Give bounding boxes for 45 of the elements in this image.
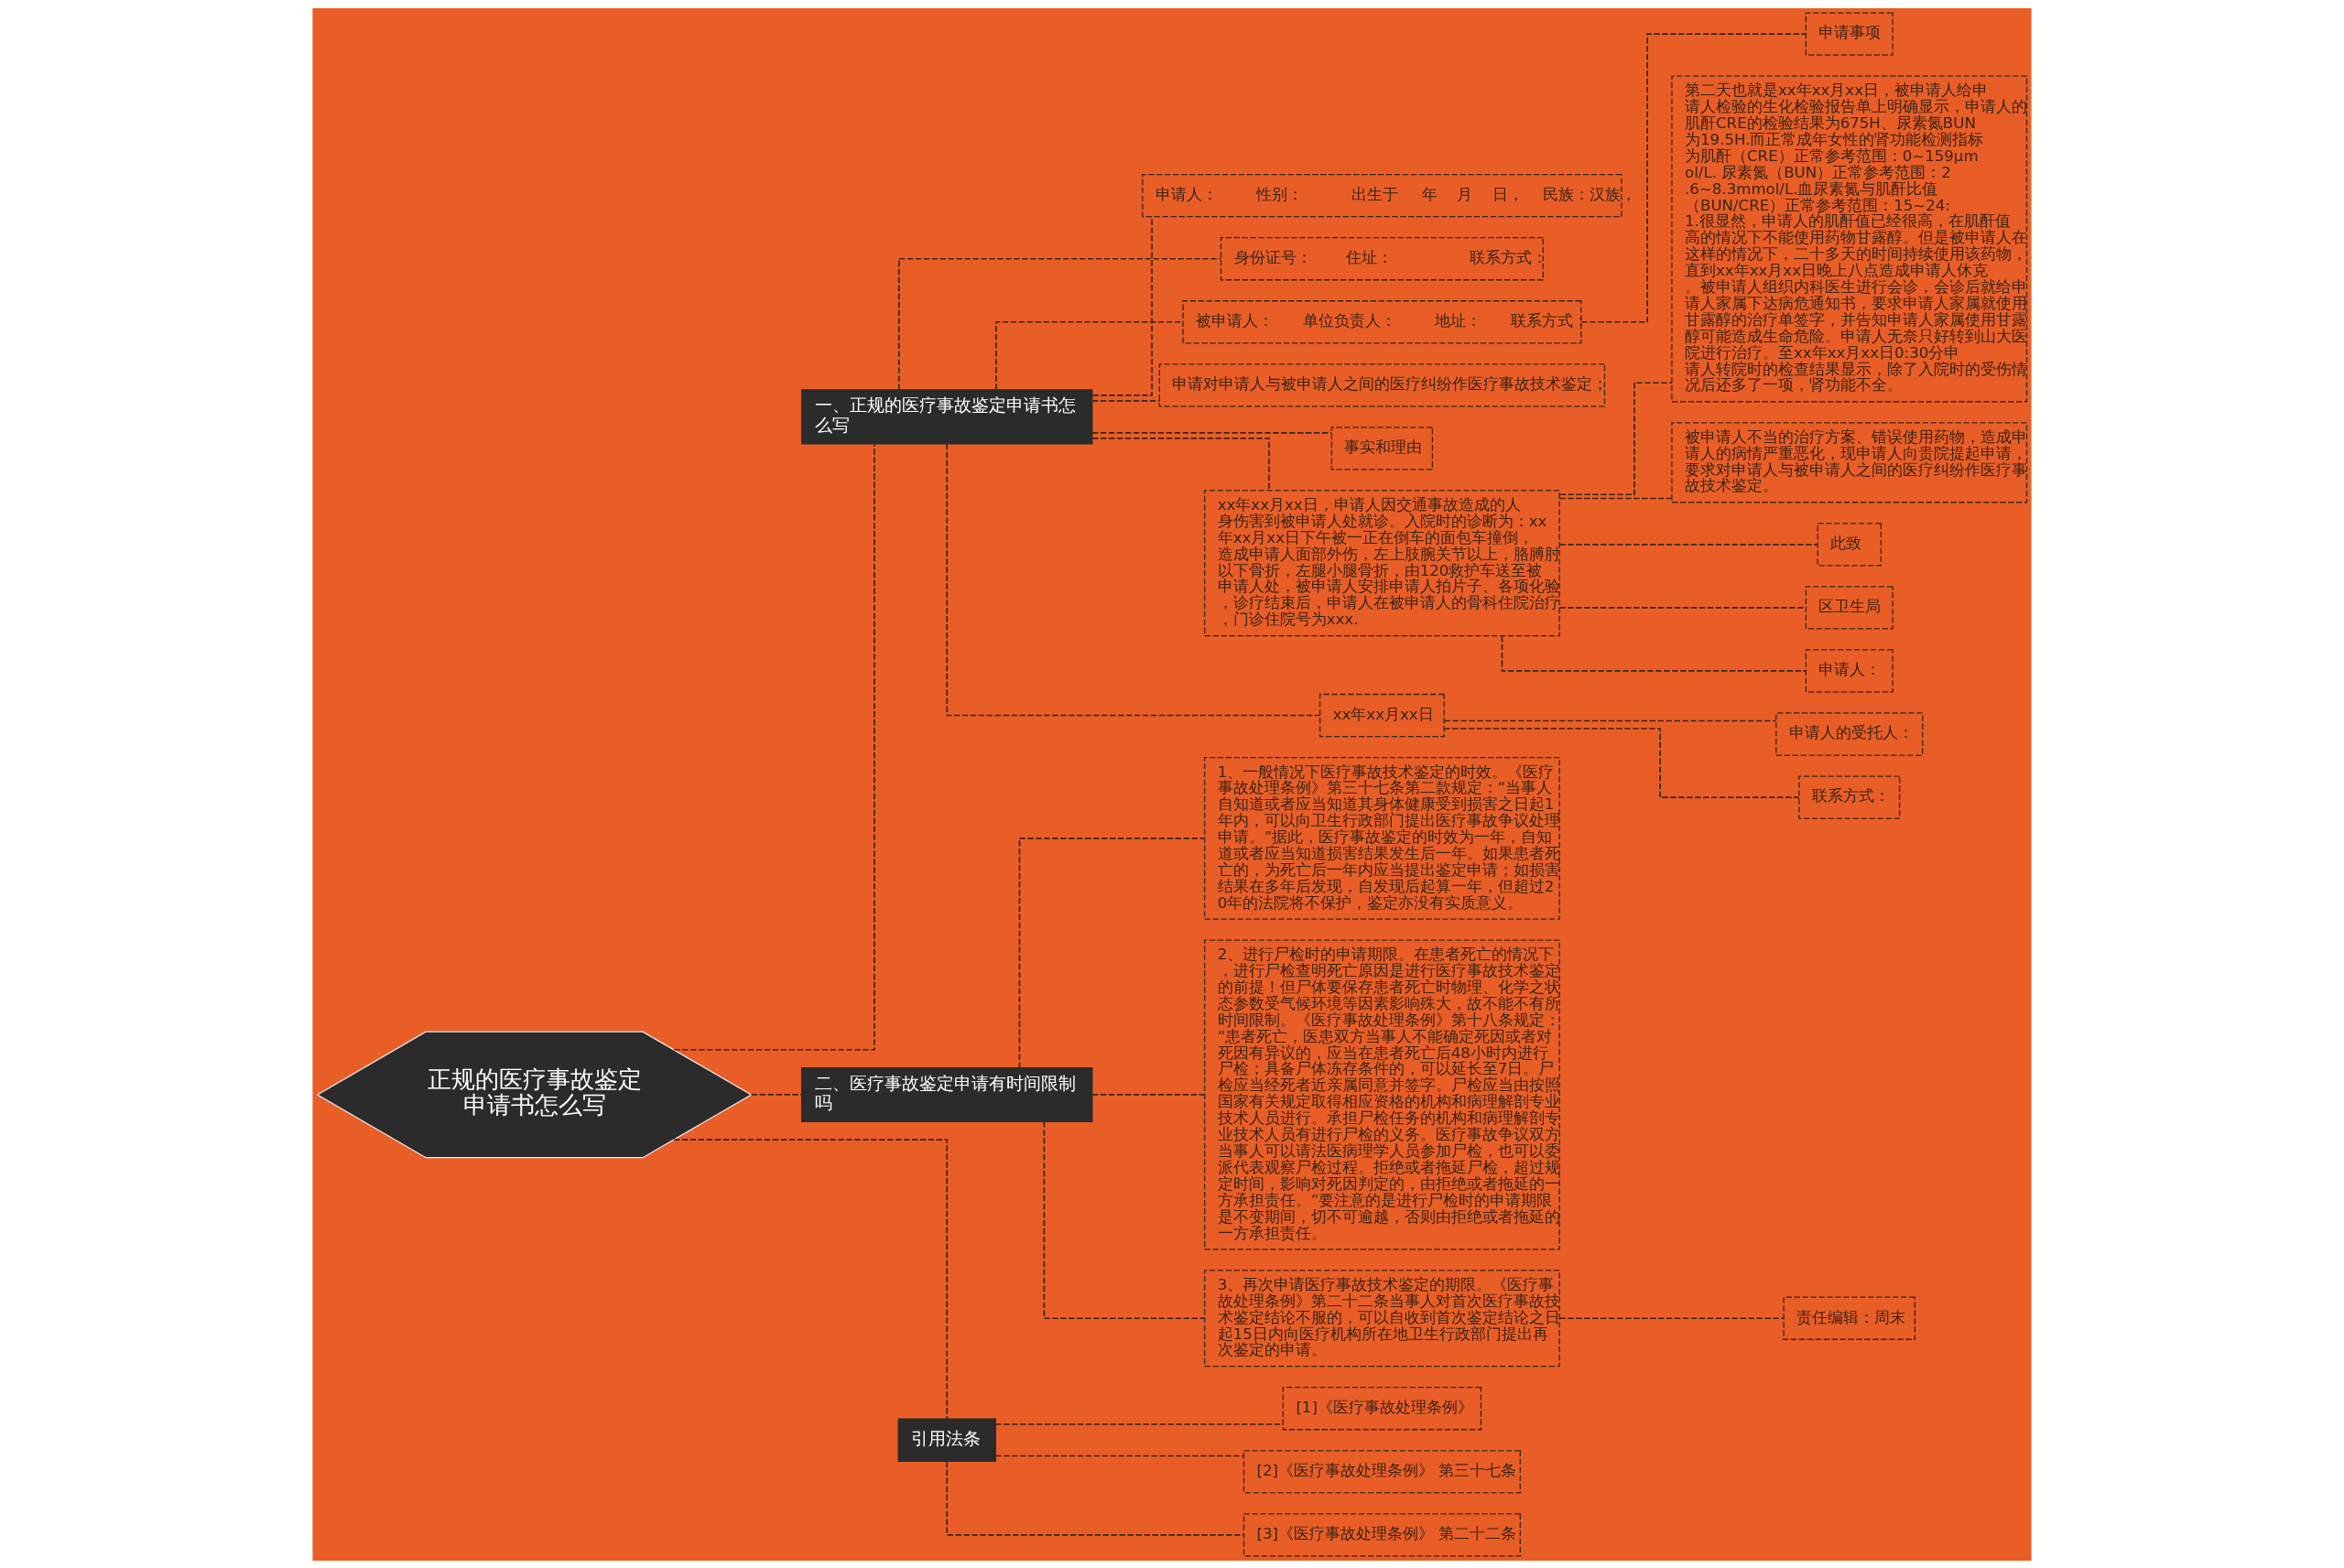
connector [1018,837,1206,1068]
node-box: 申请对申请人与被申请人之间的医疗纠纷作医疗事故技术鉴定； [1158,362,1606,406]
node-box: 申请事项 [1805,11,1894,56]
node-box: 被申请人不当的治疗方案、错误使用药物，造成申请人的病情严重恶化，现申请人向贵院提起申请，要求对申请人与被申请人之间的医疗纠纷作医疗事故技术鉴定。 [1671,421,2028,503]
connector [946,1460,1245,1536]
node-box: 2、进行尸检时的申请期限。在患者死亡的情况下，进行尸检查明死亡原因是进行医疗事故技术鉴定的前提！但尸体要保存患者死亡时物理、化学之状态参数受气候环境等因素影响殊大，故不能不有所时间限制。《医疗事故处理条例》第十八条规定：“患者死亡，医患双方当事人不能确定死因或者对死因有异议的，应当在患者死亡后48小时内进行尸检；具备尸体冻存条件的，可以延长至7日。尸检应当经死者近亲属同意并签字。尸检应当由按照国家有关规定取得相应资格的机构和病理解剖专业技术人员进行。承担尸检任务的机构和病理解剖专业技术人员有进行尸检的义务。医疗事故争议双方当事人可以请法医病理学人员参加尸检，也可以委派代表观察尸检过程。拒绝或者拖延尸检，超过规定时间，影响对死因判定的，由拒绝或者拖延的一方承担责任。”要注意的是进行尸检时的申请期限是不变期间，切不可逾越，否则由拒绝或者拖延的一方承担责任。 [1203,938,1560,1249]
node-box: 第二天也就是xx年xx月xx日，被申请人给申请人检验的生化检验报告单上明确显示，申请人的肌酐CRE的检验结果为675H、尿素氮BUN为19.5H.而正常成年女性的肾功能检测指标为肌酐（CRE）正常参考范围：0~159μmol/L. 尿素氮（BUN）正常参考范围：2.6~8.3mmol/L.血尿素氮与肌酐比值（BUN/CRE）正常参考范围：15~24:1.很显然，申请人的肌酐值已经很高，在肌酐值高的情况下不能使用药物甘露醇。但是被申请人在这样的情况下，二十多天的时间持续使用该药物，直到xx年xx月xx日晚上八点造成申请人休克。被申请人组织内科医生进行会诊，会诊后就给申请人家属下达病危通知书，要求申请人家属就使用甘露醇的治疗单签字，并告知申请人家属使用甘露醇可能造成生命危险。申请人无奈只好转到山大医院进行治疗。至xx年xx月xx日0:30分申请人转院时的检查结果显示，除了入院时的受伤情况后还多了一项，肾功能不全。 [1671,75,2028,402]
node-box: 一、正规的医疗事故鉴定申请书怎么写 [801,388,1093,444]
node-box: 事实和理由 [1330,426,1434,470]
connector [1558,381,1673,495]
connector [1091,431,1332,434]
node-box: 引用法条 [897,1418,996,1462]
connector [946,442,1321,716]
node-box: 3、再次申请医疗事故技术鉴定的期限。《医疗事故处理条例》第二十二条当事人对首次医疗事故技术鉴定结论不服的，可以自收到首次鉴定结论之日起15日内向医疗机构所在地卫生行政部门提出再次鉴定的申请。 [1203,1269,1560,1367]
node-box: 此致 [1817,522,1882,566]
node-box: xx年xx月xx日，申请人因交通事故造成的人身伤害到被申请人处就诊。入院时的诊断为：xx年xx月xx日下午被一正在倒车的面包车撞倒，造成申请人面部外伤，左上肢腕关节以上，胳膊肘以下骨折，左腿小腿骨折，由120救护车送至被申请人处，被申请人安排申请人拍片子、各项化验，诊疗结束后，申请人在被申请人的骨科住院治疗，门诊住院号为xxx. [1203,489,1560,636]
node-box: 二、医疗事故鉴定申请有时间限制吗 [801,1066,1093,1122]
node-box: [2]《医疗事故处理条例》 第三十七条 [1243,1449,1521,1493]
connector [1558,1316,1785,1319]
node-box: 区卫生局 [1805,585,1894,630]
connector [1443,727,1800,798]
node-box: 联系方式： [1798,774,1901,819]
connector [994,1454,1245,1456]
connector [1501,634,1807,672]
connector [1043,1120,1205,1319]
connector [673,442,875,1051]
node-box: [1]《医疗事故处理条例》 [1282,1386,1482,1430]
node-box: [3]《医疗事故处理条例》 第二十二条 [1243,1512,1521,1557]
node-box: 被申请人： 单位负责人： 地址： 联系方式： [1182,299,1582,343]
node-box: 申请人： [1805,648,1894,693]
connector [1558,497,1673,499]
connector [673,1138,949,1420]
node-box: xx年xx月xx日 [1318,693,1445,737]
node-box: 责任编辑：周末 [1783,1296,1915,1340]
connector [1558,543,1818,546]
connector [1580,32,1807,323]
connector [1091,399,1161,402]
node-box: 身份证号： 住址： 联系方式： [1220,236,1544,280]
connector [1091,1093,1206,1096]
connector [750,1093,802,1096]
node-box: 申请人的受托人： [1775,711,1924,756]
connector [1091,437,1270,492]
node-box: 1、一般情况下医疗事故技术鉴定的时效。《医疗事故处理条例》第三十七条第二款规定：“当事人自知道或者应当知道其身体健康受到损害之日起1年内，可以向卫生行政部门提出医疗事故争议处理申请。”据此，医疗事故鉴定的时效为一年，自知道或者应当知道损害结果发生后一年。如果患者死亡的，为死亡后一年内应当提出鉴定申请；如损害结果在多年后发现，自发现后起算一年，但超过20年的法院将不保护，鉴定亦没有实质意义。 [1203,756,1560,920]
connector [1443,719,1777,721]
connector [897,257,1222,391]
